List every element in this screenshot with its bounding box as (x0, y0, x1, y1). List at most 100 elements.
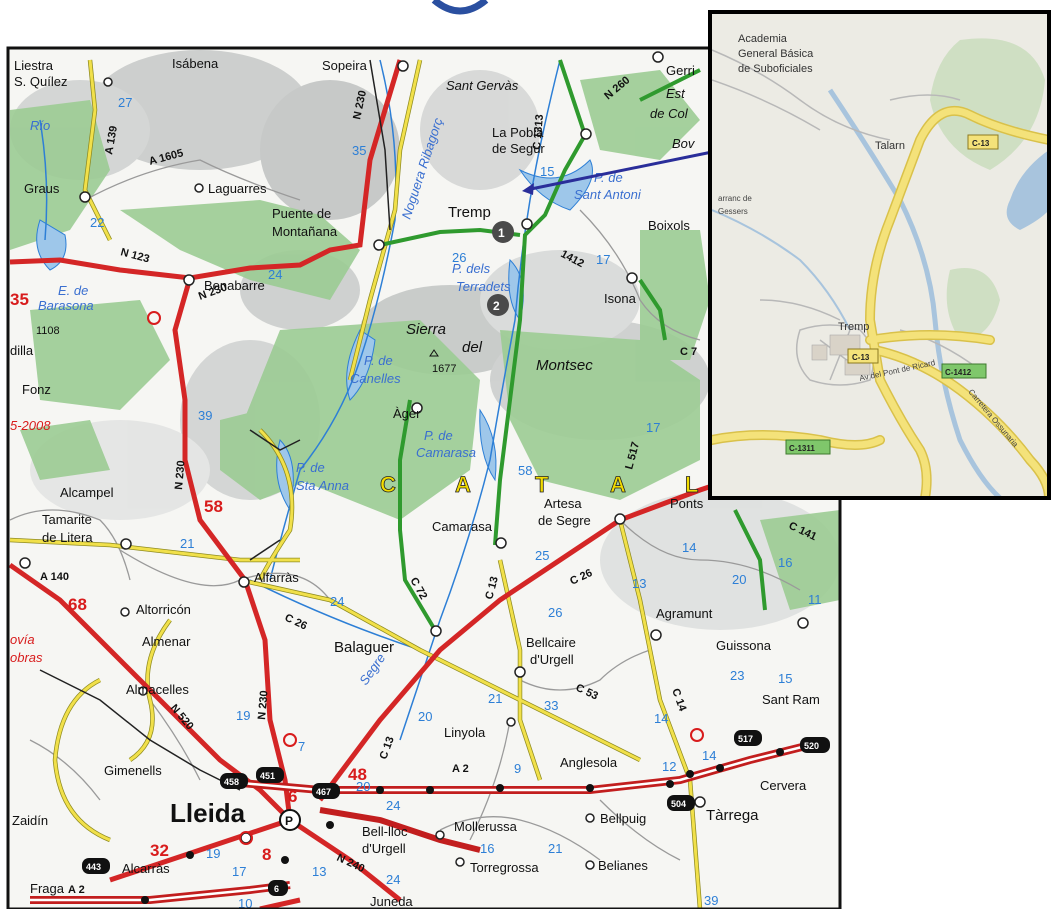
label-altorricon: Altorricón (136, 602, 191, 617)
blue-distance-27: 7 (298, 739, 305, 754)
label-gimenells: Gimenells (104, 763, 162, 778)
label-belianes: Belianes (598, 858, 648, 873)
label-canelles: Canelles (350, 371, 401, 386)
road-c13: C 13 (483, 575, 501, 601)
red-number-58: 58 (204, 497, 223, 516)
red-number-35: 35 (10, 290, 29, 309)
pointer-arrow (522, 150, 713, 195)
red-note-autovia: ovía (10, 632, 35, 647)
shield-517: 517 (738, 734, 753, 744)
label-bellcaire-durgell: d'Urgell (530, 652, 574, 667)
shield-467: 467 (316, 787, 331, 797)
label-de-col: de Col (650, 106, 689, 121)
blue-distance-39: 10 (238, 896, 252, 909)
label-terradets: Terradets (456, 279, 511, 294)
compass-arc (431, 0, 489, 15)
road-a139: A 139 (103, 125, 120, 156)
label-guissona: Guissona (716, 638, 772, 653)
blue-distance-19: 23 (730, 668, 744, 683)
road-c7: C 7 (680, 346, 697, 358)
label-p-de-camarasa: P. de (424, 428, 453, 443)
label-ponts: Ponts (670, 496, 704, 511)
label-torregrossa: Torregrossa (470, 860, 539, 875)
label-puente-de: Puente de (272, 206, 331, 221)
label-bellpuig: Bellpuig (600, 811, 646, 826)
label-montsec: Montsec (536, 357, 593, 374)
blue-distance-33: 21 (548, 841, 562, 856)
label-sant-gervas: Sant Gervàs (446, 78, 519, 93)
red-number-48: 48 (348, 765, 367, 784)
red-number-6: 6 (288, 787, 297, 806)
label-bellcaire: Bellcaire (526, 635, 576, 650)
label-boixols: Boixols (648, 218, 690, 233)
label-p-de-canelles: P. de (364, 353, 393, 368)
label-sant-antoni: Sant Antoni (574, 187, 642, 202)
blue-distance-36: 13 (312, 864, 326, 879)
inset-label-suboficiales: de Suboficiales (738, 63, 813, 75)
label-graus: Graus (24, 181, 60, 196)
numbered-markers: 1 2 (487, 221, 514, 316)
label-sopeira: Sopeira (322, 58, 368, 73)
label-p-dels: P. dels (452, 261, 491, 276)
label-bov: Bov (672, 136, 696, 151)
blue-distance-22: 21 (488, 691, 502, 706)
shield-504: 504 (671, 799, 686, 809)
inset-tag-c13-north: C-13 (972, 139, 990, 148)
label-laguarres: Laguarres (208, 181, 267, 196)
red-note-obras: obras (10, 650, 43, 665)
blue-distance-25: 14 (654, 711, 668, 726)
road-labels: N 230 N 123 N 230 N 230 N 230 A 140 A 16… (40, 74, 818, 896)
shield-443: 443 (86, 862, 101, 872)
label-camarasa: Camarasa (432, 519, 493, 534)
blue-distance-6: 17 (596, 252, 610, 267)
road-a2-south: A 2 (68, 884, 85, 896)
blue-distance-29: 14 (702, 748, 716, 763)
label-p-de-sta-anna: P. de (296, 460, 325, 475)
red-notes: 5-2008 ovía obras (10, 418, 51, 665)
blue-distance-14: 13 (632, 576, 646, 591)
region-letter-a2: A (610, 472, 628, 497)
label-tremp: Tremp (448, 204, 491, 221)
blue-distance-10: 21 (180, 536, 194, 551)
inset-label-barranc: arranc de (718, 194, 752, 203)
label-sierra: Sierra (406, 321, 446, 338)
label-artesa: Artesa (544, 496, 582, 511)
inset-tag-c1311: C-1311 (789, 444, 815, 453)
inset-map: C-13 C-13 C-1412 C-1311 Academia General… (708, 10, 1051, 500)
road-c1313: C 1313 (531, 114, 546, 150)
inset-label-academia: Academia (738, 33, 788, 45)
blue-distance-23: 20 (418, 709, 432, 724)
road-n230-lleida: N 230 (256, 690, 271, 720)
blue-distance-8: 58 (518, 463, 532, 478)
blue-distance-labels: 2722352624151739581721242526131420161123… (90, 95, 822, 909)
elevation-1677: 1677 (432, 363, 456, 375)
label-benabarre: Benabarre (204, 278, 265, 293)
red-number-32: 32 (150, 841, 169, 860)
label-fraga: Fraga (30, 881, 65, 896)
blue-distance-7: 39 (198, 408, 212, 423)
label-isabena: Isábena (172, 56, 219, 71)
region-letter-t: T (535, 472, 550, 497)
blue-distance-32: 16 (480, 841, 494, 856)
label-bell-lloc-durgell: d'Urgell (362, 841, 406, 856)
label-juneda: Juneda (370, 894, 413, 909)
label-montanana: Montañana (272, 224, 338, 239)
blue-distance-11: 24 (330, 594, 344, 609)
blue-distance-3: 26 (452, 250, 466, 265)
blue-distance-12: 25 (535, 548, 549, 563)
blue-distance-30: 20 (356, 779, 370, 794)
marker-1: 1 (498, 226, 505, 240)
inset-tag-c13-south: C-13 (852, 353, 870, 362)
place-labels: Liestra S. Quílez Isábena Sopeira Sant G… (10, 56, 820, 909)
town-markers (19, 51, 809, 870)
label-sant-ram: Sant Ram (762, 692, 820, 707)
inset-frame (708, 10, 1051, 500)
shield-451: 451 (260, 771, 275, 781)
label-anglesola: Anglesola (560, 755, 618, 770)
blue-distance-4: 24 (268, 267, 282, 282)
red-circle-markers (147, 311, 704, 845)
inset-label-general: General Básica (738, 48, 814, 60)
label-gerri: Gerri (666, 63, 695, 78)
